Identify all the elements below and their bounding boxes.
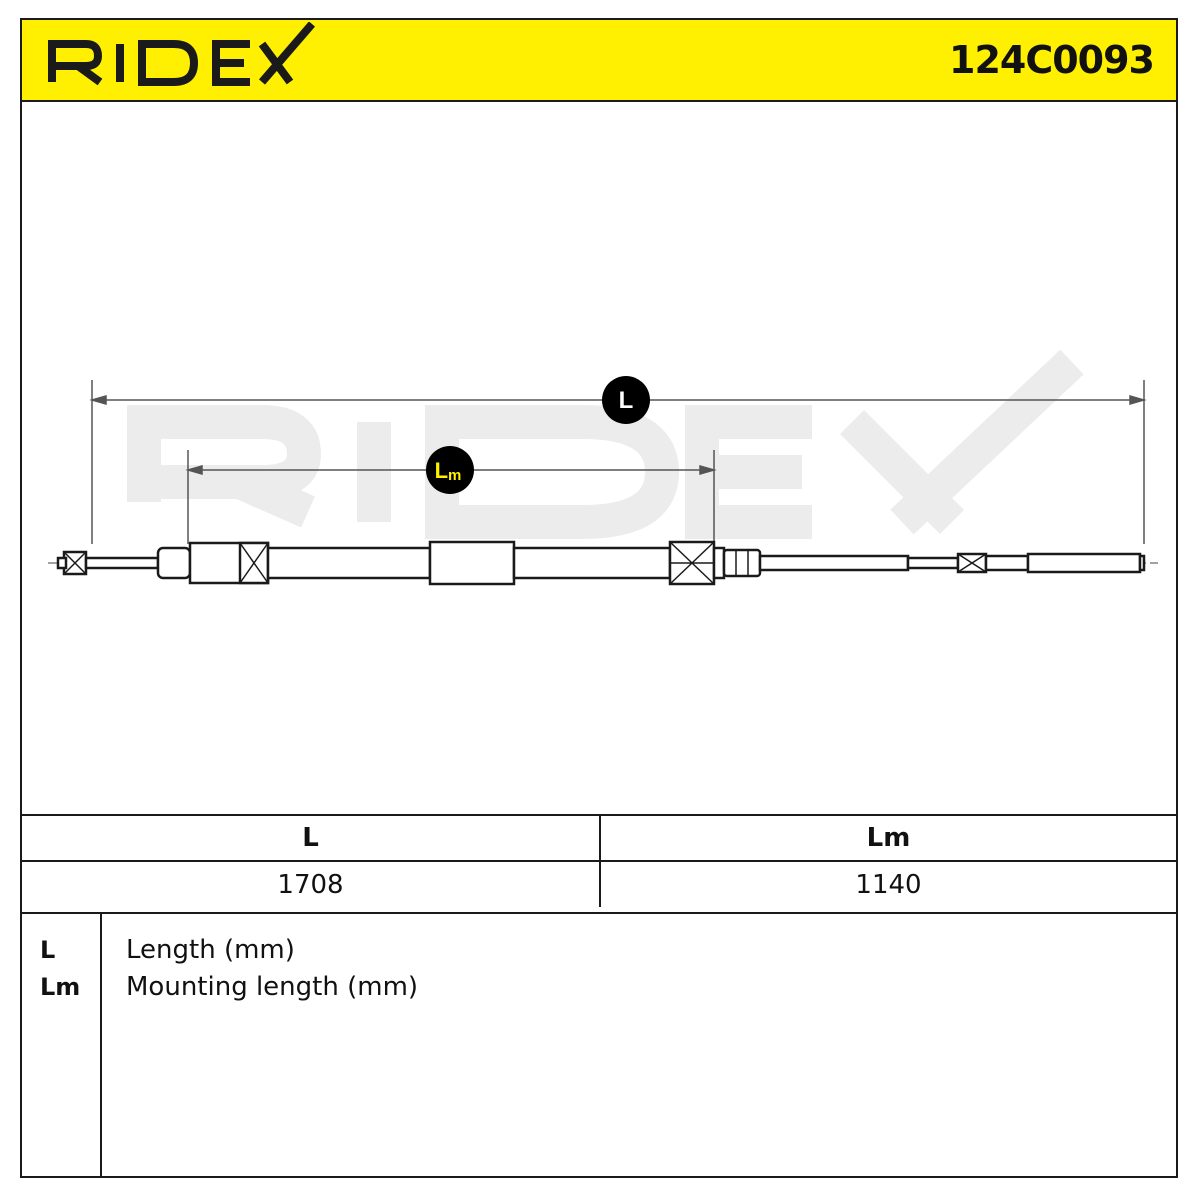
header-bar: 124C0093 [22, 20, 1176, 102]
legend: L Lm Length (mm) Mounting length (mm) [22, 912, 1176, 1178]
table-value-Lm: 1140 [599, 860, 1176, 907]
legend-key-Lm: Lm [40, 973, 81, 1001]
legend-desc-Lm: Mounting length (mm) [126, 972, 419, 1002]
table-header-L: L [22, 814, 600, 861]
table-value-L: 1708 [22, 860, 600, 907]
svg-text:Lm: Lm [435, 458, 462, 484]
badge-Lm: Lm [426, 446, 474, 494]
legend-desc-L: Length (mm) [126, 935, 295, 965]
legend-descriptions: Length (mm) Mounting length (mm) [126, 932, 418, 1006]
badge-L: L [602, 376, 650, 424]
cable-assembly [56, 540, 1146, 586]
svg-text:L: L [619, 387, 634, 414]
legend-keys: L Lm [22, 914, 102, 1178]
ridex-logo [44, 21, 334, 104]
table-header-Lm: Lm [599, 814, 1176, 861]
part-number: 124C0093 [949, 38, 1155, 82]
dimension-table: L Lm 1708 1140 [22, 814, 1176, 907]
cable-drawing: L Lm [22, 102, 1176, 814]
spec-sheet: 124C0093 L [20, 18, 1178, 1178]
legend-key-L: L [40, 936, 56, 964]
